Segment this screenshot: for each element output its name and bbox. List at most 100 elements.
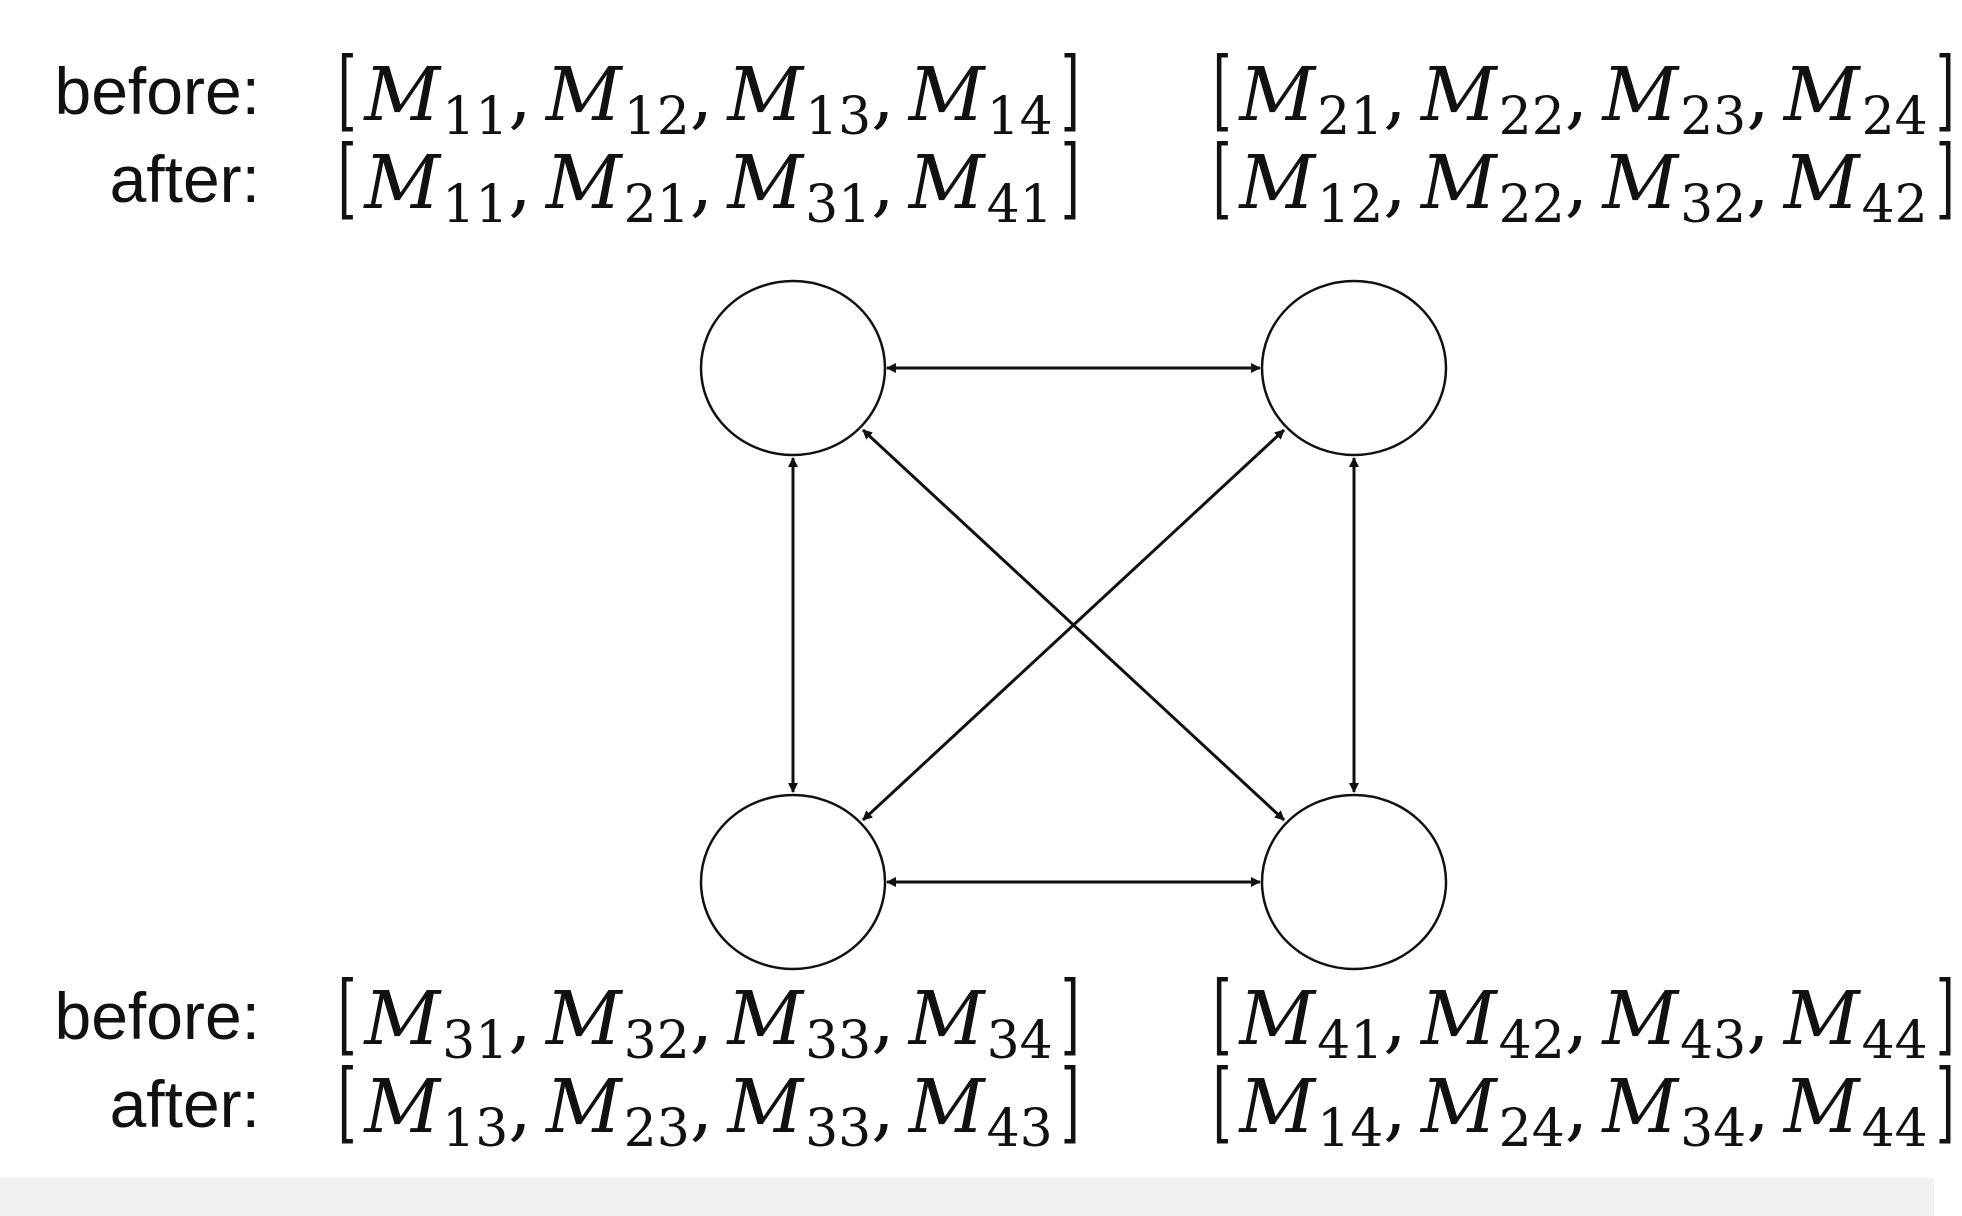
close-bracket: ] — [1935, 38, 1955, 141]
matrix-entry-index: 23 — [1680, 87, 1747, 147]
matrix-entry: M — [727, 976, 804, 1062]
vector-bottom-right-before: [M41,M42,M43,M44] — [1205, 962, 1962, 1068]
separator-comma: , — [1564, 976, 1589, 1062]
matrix-entry-index: 44 — [1861, 1099, 1928, 1159]
separator-comma: , — [1564, 52, 1589, 138]
matrix-entry-index: 12 — [1317, 175, 1384, 235]
separator-comma: , — [1746, 976, 1770, 1062]
matrix-entry-index: 41 — [1317, 1011, 1384, 1071]
label-after-bottom: after: — [109, 1067, 260, 1141]
vector-top-left-before: [M11,M12,M13,M14] — [330, 38, 1087, 144]
matrix-entry: M — [1602, 976, 1679, 1062]
matrix-entry-index: 14 — [1317, 1099, 1384, 1159]
matrix-entry: M — [1602, 140, 1679, 226]
matrix-entry-index: 21 — [623, 175, 690, 235]
matrix-entry-index: 32 — [1680, 175, 1747, 235]
matrix-entry-index: 21 — [1317, 87, 1384, 147]
matrix-entry-index: 11 — [442, 87, 509, 147]
open-bracket: [ — [1212, 1050, 1232, 1153]
open-bracket: [ — [1212, 962, 1232, 1065]
matrix-entry: M — [1602, 1064, 1679, 1150]
matrix-entry: M — [1420, 1064, 1497, 1150]
bottom-strip — [0, 1178, 1934, 1216]
separator-comma: , — [871, 140, 895, 226]
open-bracket: [ — [337, 38, 357, 141]
matrix-entry: M — [545, 976, 622, 1062]
vector-top-right-after: [M12,M22,M32,M42] — [1205, 126, 1962, 232]
vector-bottom-left-after: [M13,M23,M33,M43] — [330, 1050, 1087, 1156]
matrix-entry-index: 14 — [986, 87, 1053, 147]
separator-comma: , — [689, 1064, 714, 1150]
separator-comma: , — [508, 1064, 532, 1150]
separator-comma: , — [689, 52, 714, 138]
matrix-entry-index: 34 — [1680, 1099, 1747, 1159]
matrix-entry-index: 34 — [986, 1011, 1053, 1071]
matrix-entry-index: 43 — [986, 1099, 1053, 1159]
separator-comma: , — [1383, 976, 1407, 1062]
matrix-entry: M — [1783, 1064, 1860, 1150]
matrix-entry: M — [727, 52, 804, 138]
node-bottom-right — [1260, 793, 1448, 971]
separator-comma: , — [1746, 52, 1770, 138]
separator-comma: , — [1564, 1064, 1589, 1150]
matrix-entry: M — [1783, 140, 1860, 226]
matrix-entry-index: 32 — [623, 1011, 690, 1071]
matrix-entry-index: 13 — [805, 87, 872, 147]
open-bracket: [ — [1212, 38, 1232, 141]
separator-comma: , — [871, 976, 895, 1062]
matrix-entry: M — [1420, 52, 1497, 138]
matrix-entry-index: 31 — [805, 175, 872, 235]
matrix-entry: M — [364, 1064, 441, 1150]
matrix-entry: M — [1239, 140, 1316, 226]
matrix-entry-index: 44 — [1861, 1011, 1928, 1071]
close-bracket: ] — [1935, 962, 1955, 1065]
matrix-entry-index: 24 — [1861, 87, 1928, 147]
close-bracket: ] — [1060, 1050, 1080, 1153]
matrix-entry-index: 33 — [805, 1099, 872, 1159]
separator-comma: , — [508, 140, 532, 226]
close-bracket: ] — [1935, 126, 1955, 229]
vector-top-left-after: [M11,M21,M31,M41] — [330, 126, 1087, 232]
close-bracket: ] — [1060, 962, 1080, 1065]
separator-comma: , — [1746, 140, 1770, 226]
matrix-entry-index: 41 — [986, 175, 1053, 235]
open-bracket: [ — [337, 962, 357, 1065]
matrix-entry: M — [364, 976, 441, 1062]
matrix-entry: M — [545, 140, 622, 226]
matrix-entry: M — [727, 1064, 804, 1150]
open-bracket: [ — [337, 1050, 357, 1153]
separator-comma: , — [1564, 140, 1589, 226]
label-before-top: before: — [54, 54, 260, 128]
matrix-entry: M — [1239, 976, 1316, 1062]
matrix-entry: M — [908, 1064, 985, 1150]
matrix-entry-index: 13 — [442, 1099, 509, 1159]
matrix-entry-index: 43 — [1680, 1011, 1747, 1071]
matrix-entry-index: 42 — [1861, 175, 1928, 235]
matrix-entry-index: 33 — [805, 1011, 872, 1071]
matrix-entry: M — [545, 52, 622, 138]
separator-comma: , — [689, 140, 714, 226]
matrix-entry: M — [1602, 52, 1679, 138]
node-bottom-left — [699, 793, 887, 971]
matrix-entry: M — [364, 140, 441, 226]
separator-comma: , — [1383, 140, 1407, 226]
separator-comma: , — [1383, 1064, 1407, 1150]
matrix-entry-index: 22 — [1498, 87, 1565, 147]
matrix-entry: M — [908, 976, 985, 1062]
node-top-right — [1260, 279, 1448, 457]
open-bracket: [ — [337, 126, 357, 229]
matrix-entry: M — [1783, 52, 1860, 138]
vector-bottom-right-after: [M14,M24,M34,M44] — [1205, 1050, 1962, 1156]
matrix-entry: M — [545, 1064, 622, 1150]
separator-comma: , — [1383, 52, 1407, 138]
vector-top-right-before: [M21,M22,M23,M24] — [1205, 38, 1962, 144]
separator-comma: , — [689, 976, 714, 1062]
matrix-entry-index: 12 — [623, 87, 690, 147]
separator-comma: , — [871, 52, 895, 138]
matrix-entry-index: 31 — [442, 1011, 509, 1071]
separator-comma: , — [1746, 1064, 1770, 1150]
matrix-entry: M — [1239, 1064, 1316, 1150]
matrix-entry-index: 42 — [1498, 1011, 1565, 1071]
label-after-top: after: — [109, 142, 260, 216]
separator-comma: , — [508, 52, 532, 138]
